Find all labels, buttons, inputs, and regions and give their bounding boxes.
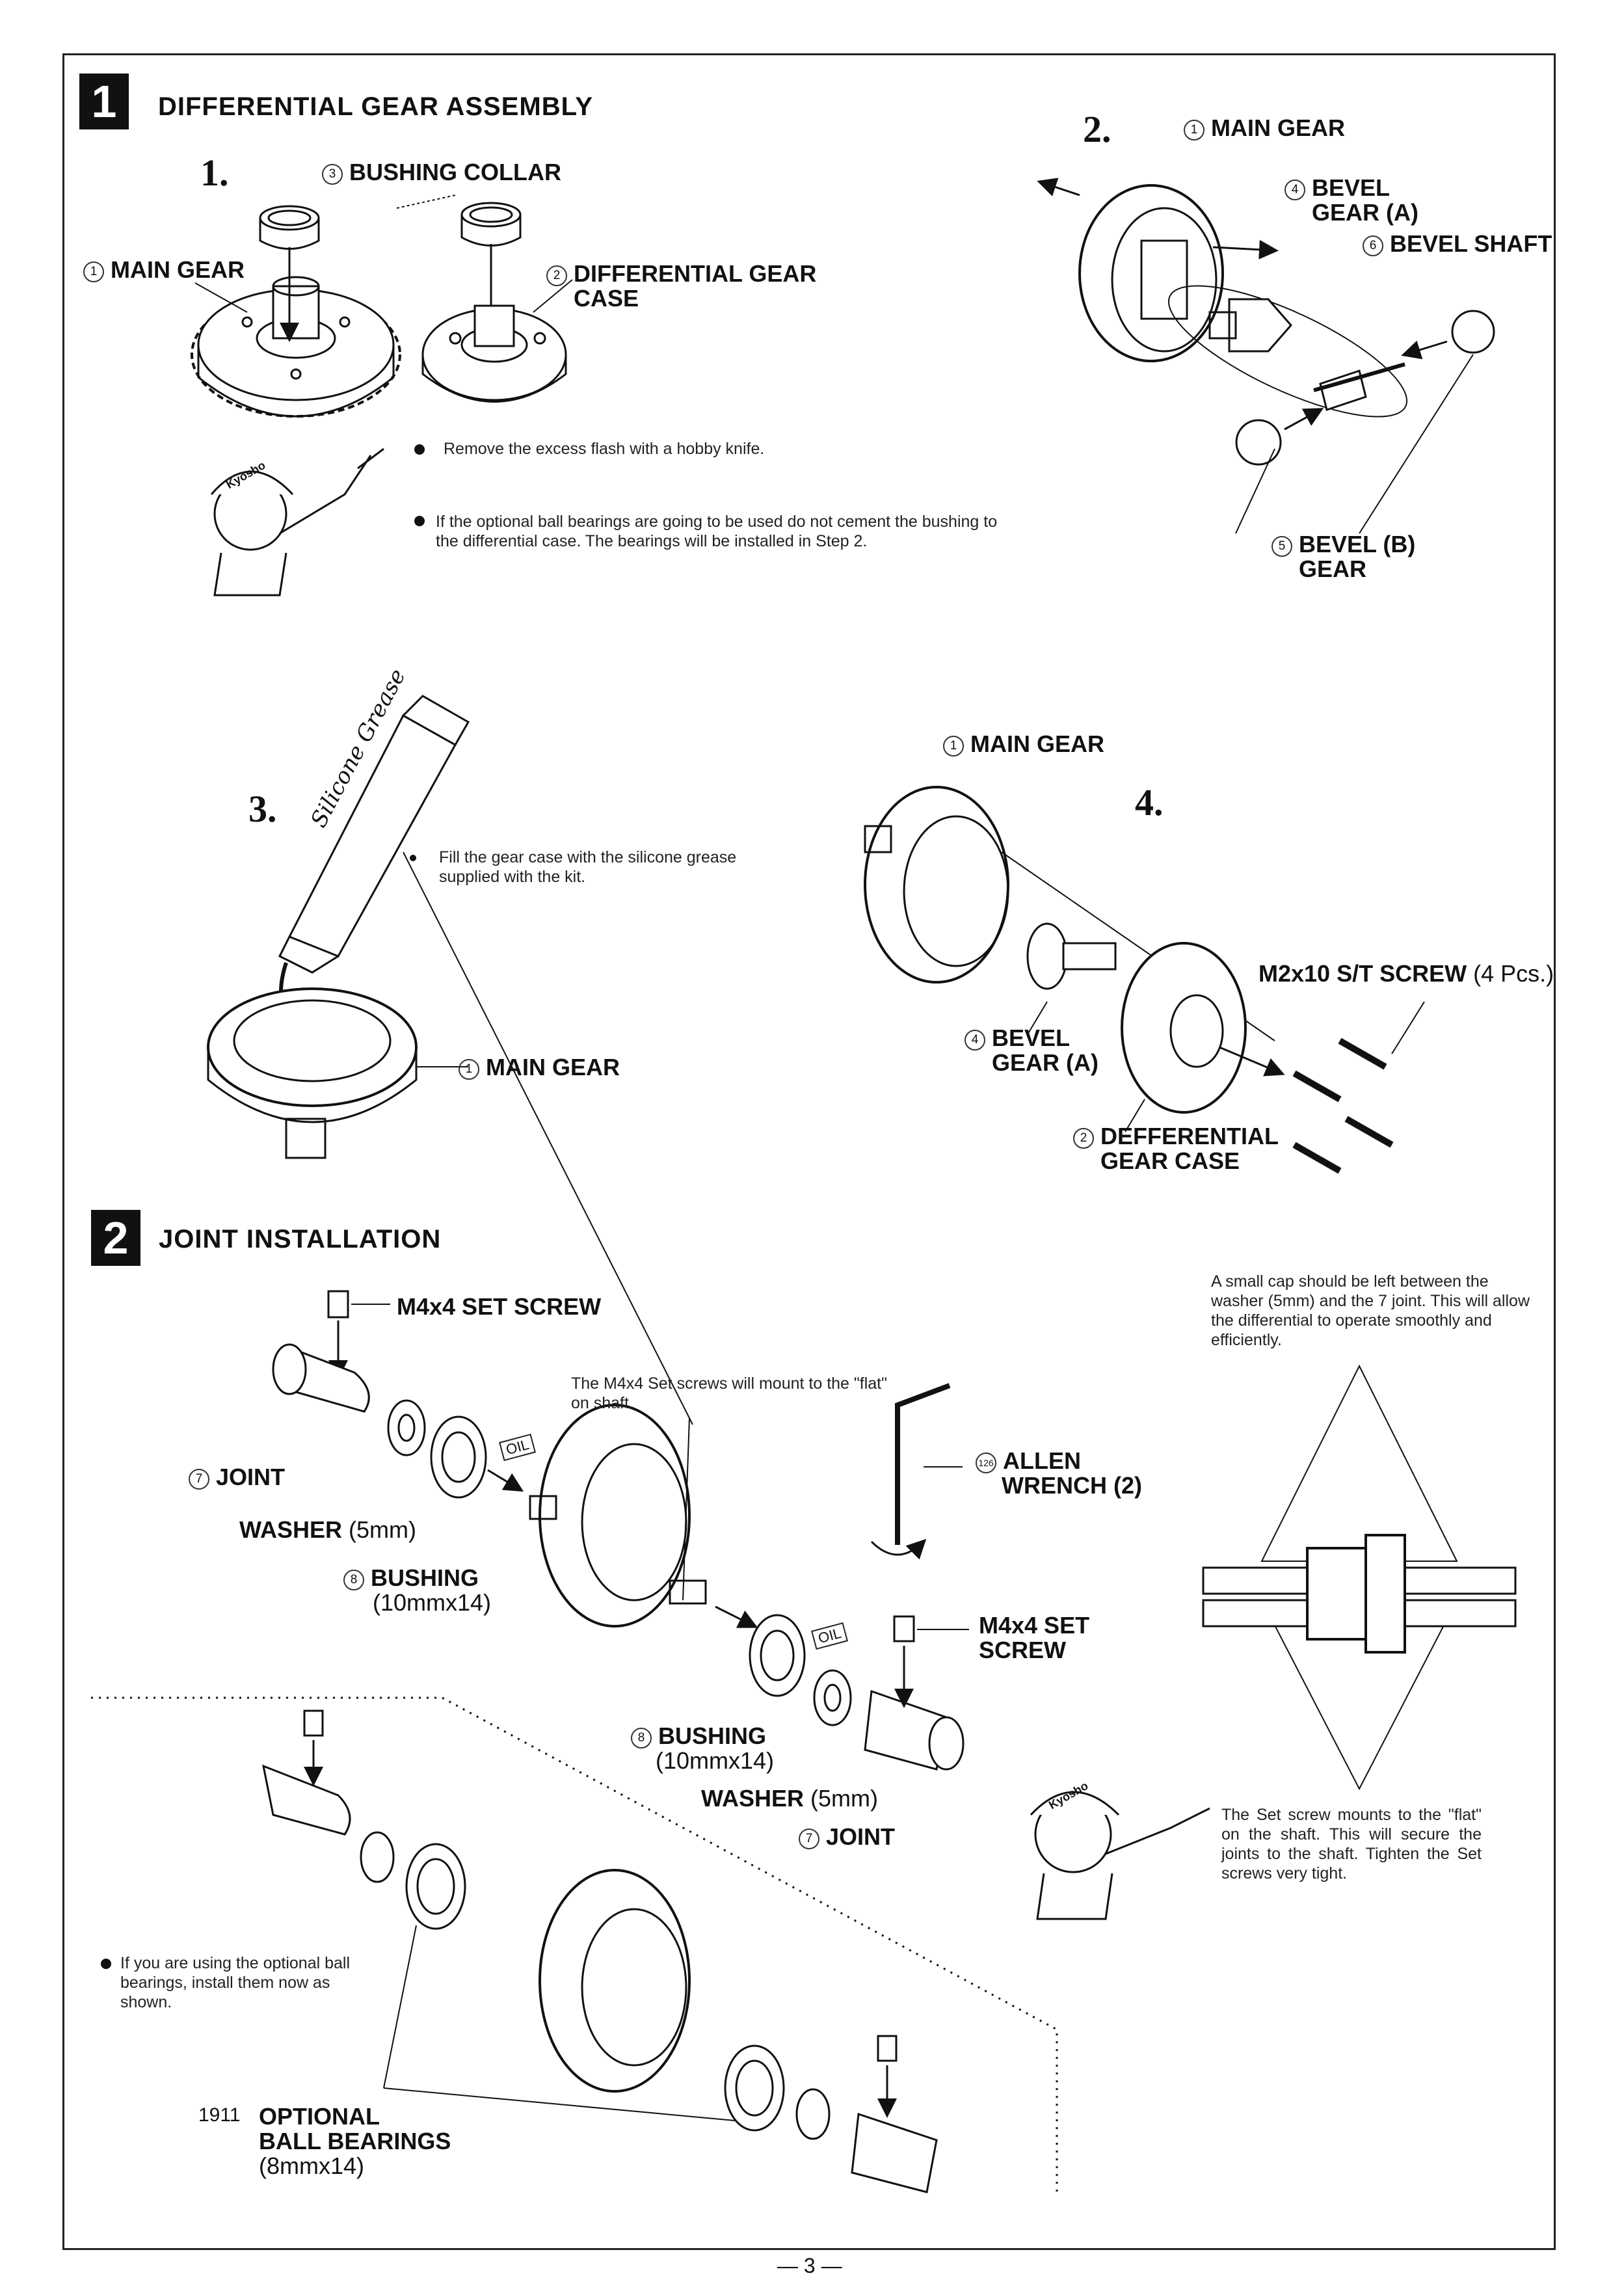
bushing-collar-drawing xyxy=(259,194,522,342)
part-number-circle: 2 xyxy=(546,265,567,286)
note-fill-grease: Fill the gear case with the silicone gre… xyxy=(439,848,737,886)
silicone-grease-tube-drawing xyxy=(278,695,470,1029)
part-number-circle: 7 xyxy=(799,1829,819,1849)
mascot-figure-top xyxy=(210,448,384,596)
section-1-title: DIFFERENTIAL GEAR ASSEMBLY xyxy=(158,92,594,121)
note-tighten-set-screws: The Set screw mounts to the "flat" on th… xyxy=(1221,1806,1482,1883)
section-2-badge: 2 xyxy=(91,1210,140,1266)
optional-bearing-drawing xyxy=(261,1709,938,2193)
part-number-circle: 2 xyxy=(1073,1128,1094,1149)
step-1-number: 1. xyxy=(200,152,229,194)
optional-bearing-part-number: 1911 xyxy=(198,2104,241,2126)
section-1-badge: 1 xyxy=(79,74,129,129)
page-frame xyxy=(62,53,1556,2250)
part-number-circle: 8 xyxy=(631,1728,652,1749)
part-number-circle: 1 xyxy=(83,261,104,282)
step-4-number: 4. xyxy=(1135,781,1164,824)
section-2-title: JOINT INSTALLATION xyxy=(159,1225,442,1253)
cross-section-diagram xyxy=(1202,1364,1517,1791)
part-number-circle: 6 xyxy=(1363,235,1383,256)
part-number-circle: 126 xyxy=(976,1453,996,1473)
part-number-circle: 4 xyxy=(965,1030,985,1051)
part-number-circle: 1 xyxy=(943,736,964,757)
washer-label-right: WASHER (5mm) xyxy=(701,1785,878,1812)
part-number-circle: 7 xyxy=(189,1469,209,1490)
joint-assembly-drawing xyxy=(272,851,969,1771)
set-screw-label-top: M4x4 SET SCREW xyxy=(397,1293,602,1320)
note-small-gap: A small cap should be left between the w… xyxy=(1211,1272,1530,1349)
main-gear-drawing-step2 xyxy=(1037,178,1408,418)
allen-wrench-drawing xyxy=(870,1383,963,1560)
part-number-circle: 1 xyxy=(1184,120,1205,141)
diff-case-drawing-step1 xyxy=(421,304,567,403)
part-number-circle: 5 xyxy=(1271,536,1292,557)
mascot-figure-bottom xyxy=(1030,1791,1210,1920)
step-2-number: 2. xyxy=(1083,108,1112,150)
note-remove-flash: Remove the excess flash with a hobby kni… xyxy=(444,440,765,458)
note-optional-bearings: If you are using the optional ball beari… xyxy=(120,1954,351,2011)
bevel-gear-drawing-step4 xyxy=(1026,922,1117,1035)
step-3-number: 3. xyxy=(248,788,277,830)
diff-case-drawing-step4 xyxy=(1121,942,1285,1132)
part-number-circle: 8 xyxy=(343,1570,364,1590)
part-number-circle: 1 xyxy=(459,1059,479,1080)
part-number-circle: 3 xyxy=(322,164,343,185)
part-number-circle: 4 xyxy=(1285,180,1305,200)
screw-label-step4: M2x10 S/T SCREW (4 Pcs.) xyxy=(1258,960,1554,987)
washer-label-left: WASHER (5mm) xyxy=(239,1516,416,1543)
note-ball-bearings-step1: If the optional ball bearings are going … xyxy=(436,513,998,550)
screw-drawings-step4 xyxy=(1292,1001,1425,1174)
bevel-gear-drawings-step2 xyxy=(1208,239,1495,534)
main-gear-drawing-step1 xyxy=(191,276,401,418)
note-set-screw-flat: The M4x4 Set screws will mount to the "f… xyxy=(571,1374,887,1412)
main-gear-drawing-step3 xyxy=(207,987,468,1159)
page-number: — 3 — xyxy=(777,2254,842,2277)
